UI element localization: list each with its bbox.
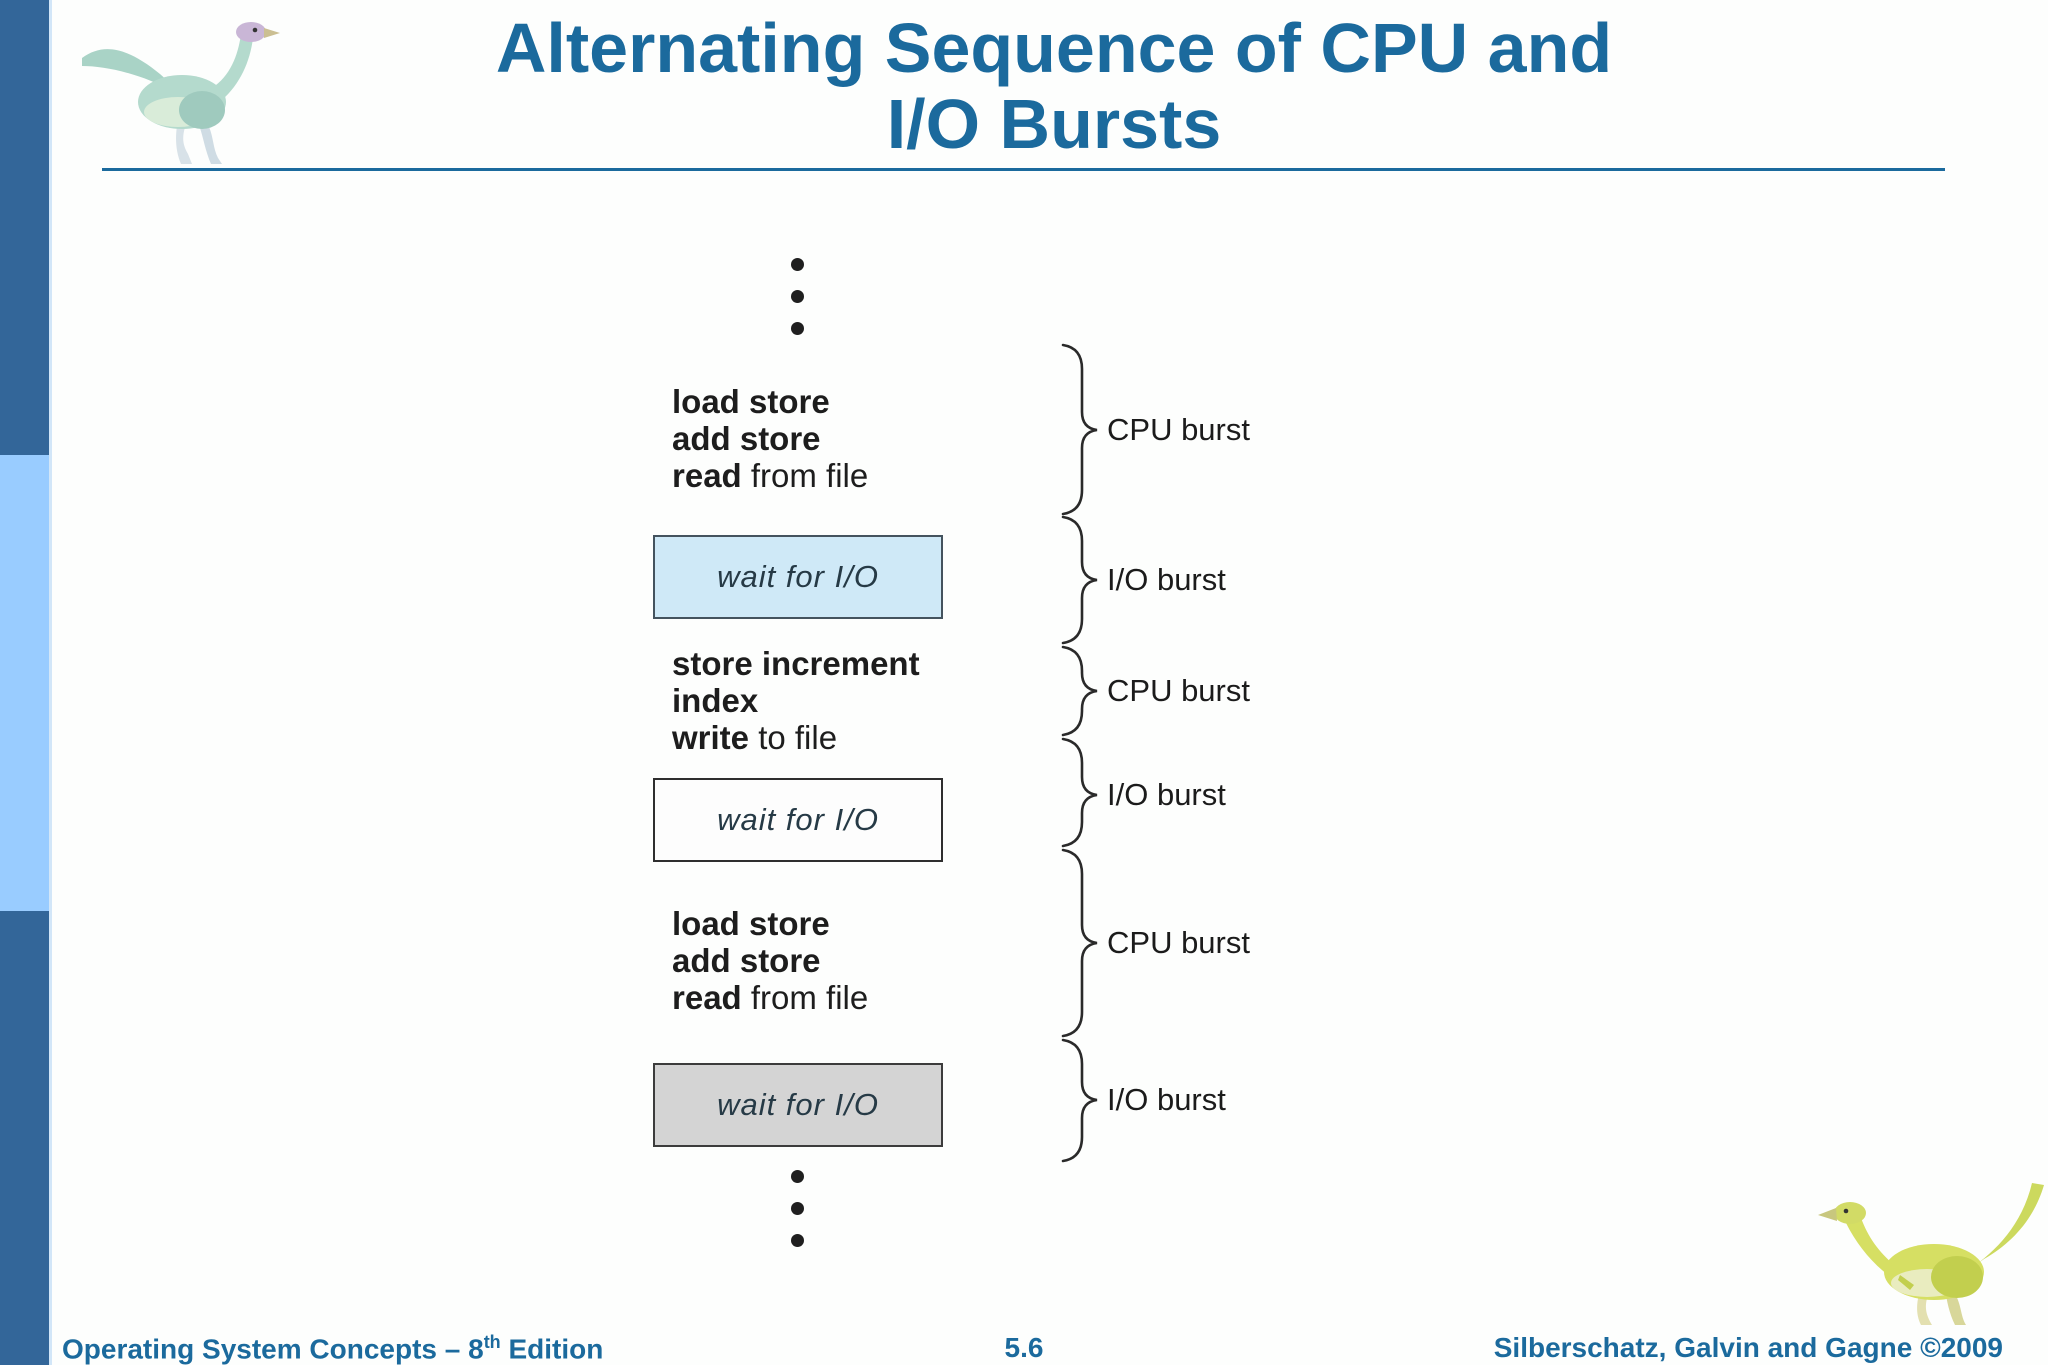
footer-book-title: Operating System Concepts – 8th Edition bbox=[62, 1332, 603, 1365]
burst-label: I/O burst bbox=[1107, 562, 1226, 597]
slide-title-line1: Alternating Sequence of CPU and bbox=[495, 9, 1613, 87]
instruction-line: read from file bbox=[672, 979, 868, 1016]
ellipsis-dot bbox=[791, 1234, 804, 1247]
wait-for-io-box: wait for I/O bbox=[653, 535, 943, 619]
ellipsis-dot bbox=[791, 290, 804, 303]
instruction-opcode: index bbox=[672, 682, 759, 719]
wait-for-io-box: wait for I/O bbox=[653, 778, 943, 862]
curly-brace bbox=[1061, 848, 1098, 1038]
instruction-line: load store bbox=[672, 383, 868, 420]
dinosaur-logo-icon bbox=[82, 22, 280, 164]
wait-for-io-label: wait for I/O bbox=[717, 1087, 879, 1122]
instruction-line: store increment bbox=[672, 645, 920, 682]
ellipsis-dot bbox=[791, 322, 804, 335]
instruction-operand: from file bbox=[741, 457, 869, 494]
burst-label: CPU burst bbox=[1107, 412, 1250, 447]
sidebar-segment-light bbox=[0, 455, 52, 911]
footer-edition-superscript: th bbox=[483, 1332, 501, 1352]
instruction-operand: to file bbox=[749, 719, 838, 756]
curly-brace bbox=[1061, 1038, 1098, 1163]
instruction-opcode: load store bbox=[672, 383, 830, 420]
burst-label: I/O burst bbox=[1107, 777, 1226, 812]
burst-label: CPU burst bbox=[1107, 925, 1250, 960]
instruction-opcode: read bbox=[672, 979, 742, 1016]
instruction-opcode: add store bbox=[672, 420, 821, 457]
instruction-opcode: store increment bbox=[672, 645, 920, 682]
dinosaur-logo-icon bbox=[1818, 1183, 2044, 1325]
curly-brace bbox=[1061, 515, 1098, 645]
instruction-opcode: add store bbox=[672, 942, 821, 979]
instruction-operand: from file bbox=[741, 979, 869, 1016]
burst-label: I/O burst bbox=[1107, 1082, 1226, 1117]
footer-edition-text: Edition bbox=[500, 1333, 604, 1365]
ellipsis-dot bbox=[791, 258, 804, 271]
ellipsis-dot bbox=[791, 1202, 804, 1215]
page-number: 5.6 bbox=[1004, 1332, 1044, 1363]
ellipsis-dot bbox=[791, 1170, 804, 1183]
wait-for-io-label: wait for I/O bbox=[717, 802, 879, 837]
slide-title-line2: I/O Bursts bbox=[886, 85, 1222, 163]
curly-brace bbox=[1061, 645, 1098, 737]
sidebar bbox=[0, 0, 52, 1365]
instruction-opcode: write bbox=[672, 719, 750, 756]
instruction-opcode: read bbox=[672, 457, 742, 494]
vertical-ellipsis-dots bbox=[791, 258, 804, 354]
footer-book-title-text: Operating System Concepts – 8 bbox=[62, 1333, 484, 1365]
curly-brace bbox=[1061, 737, 1098, 848]
instruction-line: index bbox=[672, 682, 920, 719]
burst-label: CPU burst bbox=[1107, 673, 1250, 708]
slide-title: Alternating Sequence of CPU and I/O Burs… bbox=[60, 10, 2048, 162]
instruction-opcode: load store bbox=[672, 905, 830, 942]
instruction-line: write to file bbox=[672, 719, 920, 756]
sidebar-segment-dark-bottom bbox=[0, 911, 52, 1365]
footer-authors: Silberschatz, Galvin and Gagne ©2009 bbox=[1493, 1332, 2003, 1363]
vertical-ellipsis-dots bbox=[791, 1170, 804, 1266]
instruction-line: add store bbox=[672, 942, 868, 979]
instruction-line: add store bbox=[672, 420, 868, 457]
sidebar-segment-dark-top bbox=[0, 0, 52, 455]
instruction-line: load store bbox=[672, 905, 868, 942]
instruction-line: read from file bbox=[672, 457, 868, 494]
title-underline-rule bbox=[102, 168, 1945, 171]
wait-for-io-label: wait for I/O bbox=[717, 559, 879, 594]
wait-for-io-box: wait for I/O bbox=[653, 1063, 943, 1147]
curly-brace bbox=[1061, 343, 1098, 516]
